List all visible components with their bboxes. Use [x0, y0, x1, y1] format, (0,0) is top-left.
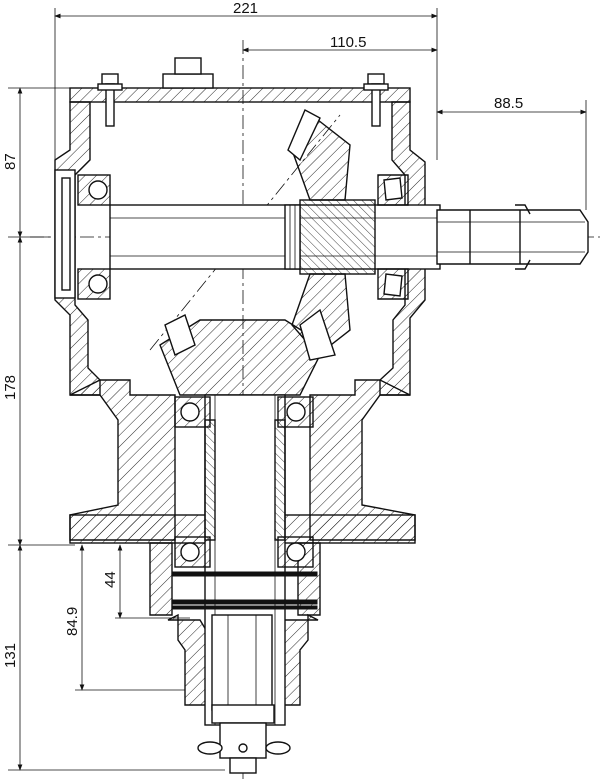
seal-rings	[171, 571, 318, 610]
dim-middle-height: 178	[2, 375, 19, 400]
dim-shaft-projection: 88.5	[494, 95, 523, 112]
top-bolts	[97, 73, 389, 127]
dim-spline-length: 44	[102, 571, 119, 588]
dim-top-height: 87	[2, 153, 19, 170]
dim-input-offset: 110.5	[330, 34, 366, 51]
input-bearing-right	[377, 174, 409, 300]
output-bearing-lower	[174, 536, 314, 568]
dim-bottom-height: 131	[2, 643, 19, 668]
dim-overall-width: 221	[233, 0, 258, 17]
breather-plug	[162, 57, 214, 89]
bevel-gear-output	[159, 308, 336, 396]
output-bearing-upper	[174, 396, 314, 428]
input-shaft	[109, 199, 589, 275]
output-shaft	[197, 394, 291, 774]
dim-output-length: 84.9	[64, 607, 81, 636]
dimension-lines	[8, 8, 587, 771]
input-bearing-left	[77, 174, 111, 300]
